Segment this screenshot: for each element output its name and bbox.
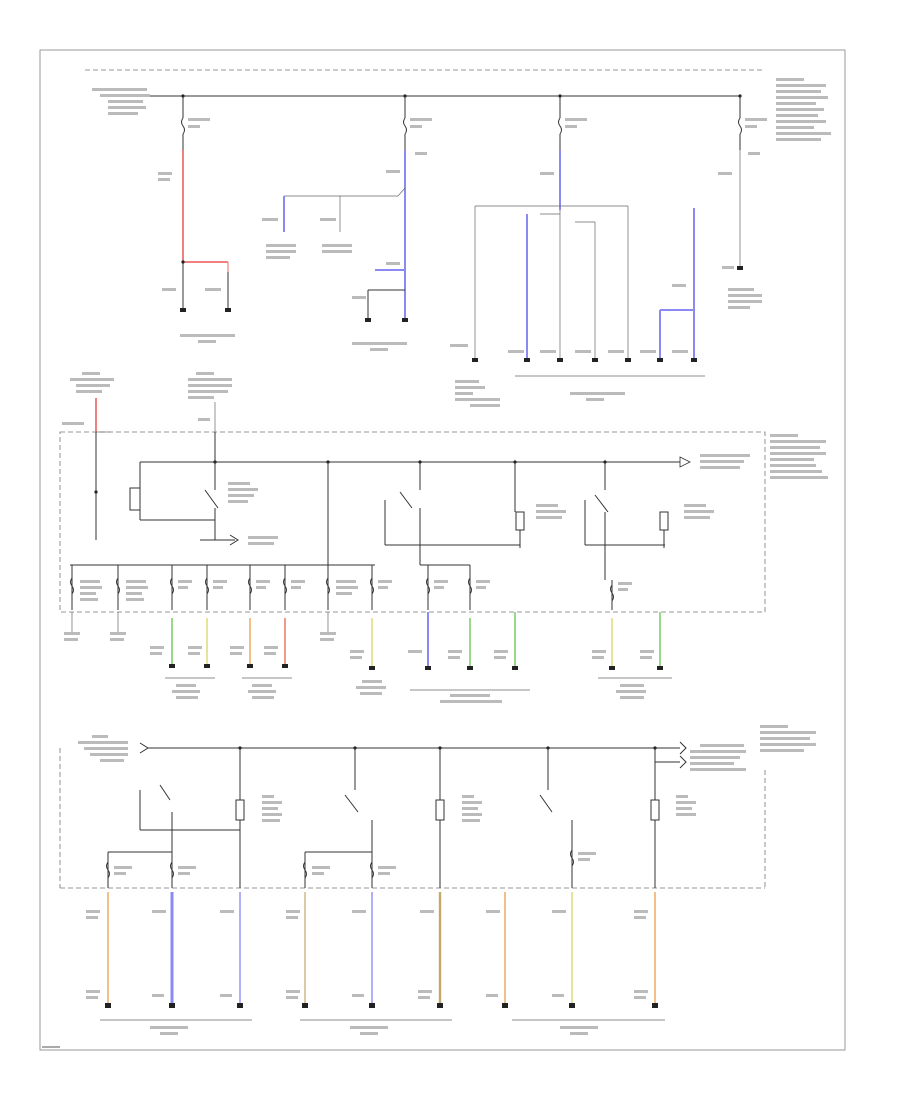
branch-2-blue <box>262 150 427 351</box>
mid-left-labels <box>62 372 232 425</box>
fuse-top-3 <box>558 96 587 150</box>
branch-1-red <box>158 150 235 343</box>
mid-output-wires <box>64 612 672 703</box>
bottom-output-wires <box>86 892 665 1035</box>
mid-internal-wiring <box>94 431 750 580</box>
top-right-label <box>776 78 831 141</box>
bottom-left-label <box>78 735 128 762</box>
mid-right-label <box>770 434 828 479</box>
branch-4 <box>718 150 762 309</box>
fuse-top-2 <box>403 96 432 150</box>
bottom-internal-wiring <box>106 741 696 888</box>
fuse-top-1 <box>181 96 210 150</box>
branch-3-blue <box>450 150 705 407</box>
bottom-dashed-box <box>59 748 766 889</box>
bottom-right-label <box>690 725 816 771</box>
fuse-top-4 <box>738 96 767 150</box>
mid-feed-label <box>198 418 210 421</box>
outer-frame <box>39 49 846 1051</box>
mid-fuse-bank <box>70 560 632 610</box>
top-left-label <box>92 88 150 115</box>
mid-dashed-box <box>59 431 766 613</box>
